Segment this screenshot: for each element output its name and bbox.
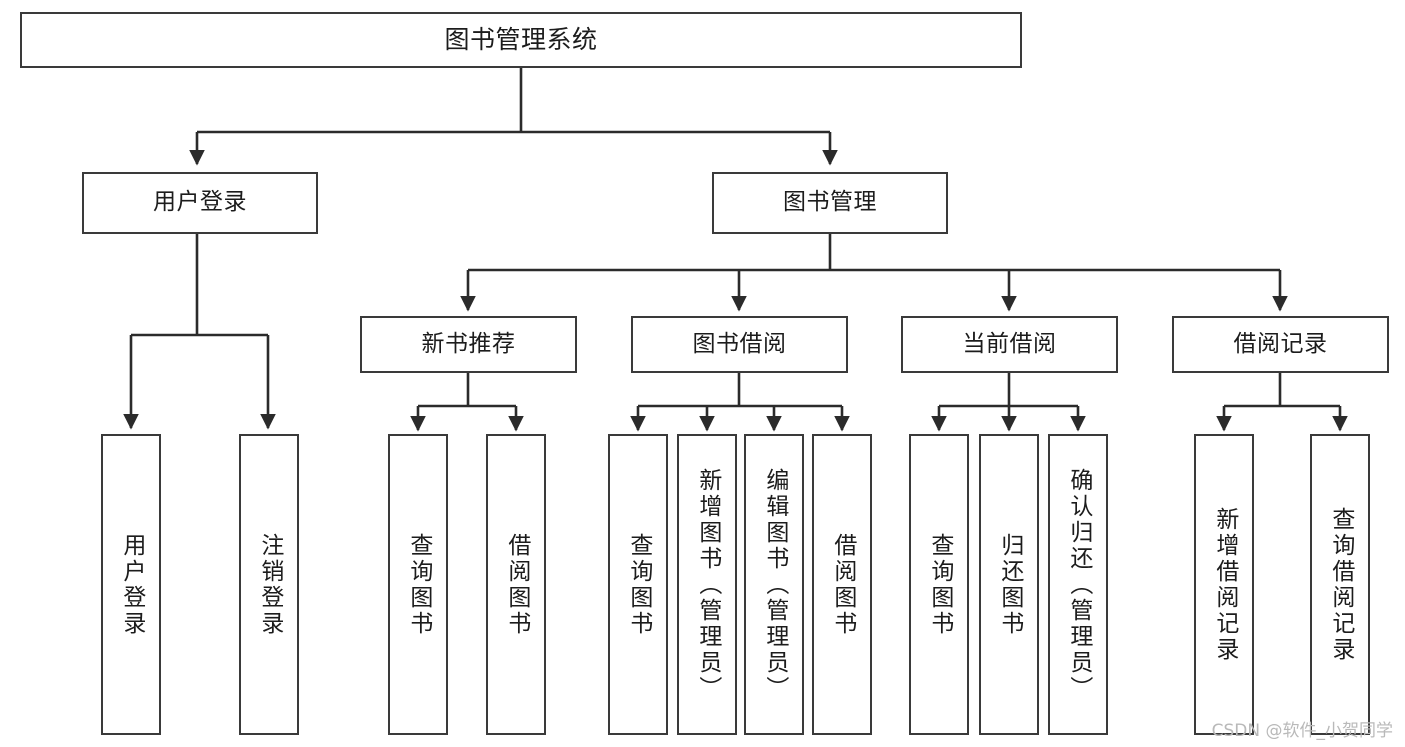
node-leaf-query-book-3[interactable]: 查询图书	[909, 434, 969, 735]
node-leaf-logout-label: 注销登录	[256, 532, 283, 637]
node-leaf-edit-book-label: 编辑图书（管理员）	[761, 467, 788, 702]
csdn-watermark: CSDN @软件_小贺同学	[1211, 721, 1393, 741]
node-borrow-record[interactable]: 借阅记录	[1172, 316, 1389, 373]
node-leaf-query-record[interactable]: 查询借阅记录	[1310, 434, 1370, 735]
node-leaf-return-book-label: 归还图书	[996, 532, 1023, 637]
node-leaf-query-book-3-label: 查询图书	[926, 532, 953, 637]
node-leaf-borrow-book-2[interactable]: 借阅图书	[812, 434, 872, 735]
node-leaf-query-book-1-label: 查询图书	[405, 532, 432, 637]
node-user-login[interactable]: 用户登录	[82, 172, 318, 234]
node-leaf-borrow-book-1-label: 借阅图书	[503, 532, 530, 637]
node-new-book-recommend[interactable]: 新书推荐	[360, 316, 577, 373]
node-user-login-label: 用户登录	[153, 189, 247, 216]
node-book-manage-label: 图书管理	[783, 189, 877, 216]
node-leaf-borrow-book-2-label: 借阅图书	[829, 532, 856, 637]
node-current-borrow-label: 当前借阅	[962, 330, 1057, 357]
node-leaf-return-book[interactable]: 归还图书	[979, 434, 1039, 735]
node-leaf-confirm-return-label: 确认归还（管理员）	[1065, 467, 1092, 702]
node-book-borrow-label: 图书借阅	[692, 330, 787, 357]
node-leaf-query-record-label: 查询借阅记录	[1327, 506, 1354, 663]
node-leaf-add-book[interactable]: 新增图书（管理员）	[677, 434, 737, 735]
node-borrow-record-label: 借阅记录	[1233, 330, 1328, 357]
node-leaf-add-record-label: 新增借阅记录	[1211, 506, 1238, 663]
node-leaf-user-login[interactable]: 用户登录	[101, 434, 161, 735]
node-leaf-confirm-return[interactable]: 确认归还（管理员）	[1048, 434, 1108, 735]
node-root-label: 图书管理系统	[444, 25, 598, 55]
node-leaf-query-book-1[interactable]: 查询图书	[388, 434, 448, 735]
node-leaf-add-book-label: 新增图书（管理员）	[694, 467, 721, 702]
node-leaf-user-login-label: 用户登录	[118, 532, 145, 637]
node-leaf-borrow-book-1[interactable]: 借阅图书	[486, 434, 546, 735]
node-new-book-recommend-label: 新书推荐	[421, 330, 516, 357]
node-leaf-logout[interactable]: 注销登录	[239, 434, 299, 735]
node-leaf-add-record[interactable]: 新增借阅记录	[1194, 434, 1254, 735]
node-book-borrow[interactable]: 图书借阅	[631, 316, 848, 373]
node-leaf-edit-book[interactable]: 编辑图书（管理员）	[744, 434, 804, 735]
node-book-manage[interactable]: 图书管理	[712, 172, 948, 234]
node-current-borrow[interactable]: 当前借阅	[901, 316, 1118, 373]
node-leaf-query-book-2[interactable]: 查询图书	[608, 434, 668, 735]
node-leaf-query-book-2-label: 查询图书	[625, 532, 652, 637]
node-root[interactable]: 图书管理系统	[20, 12, 1022, 68]
